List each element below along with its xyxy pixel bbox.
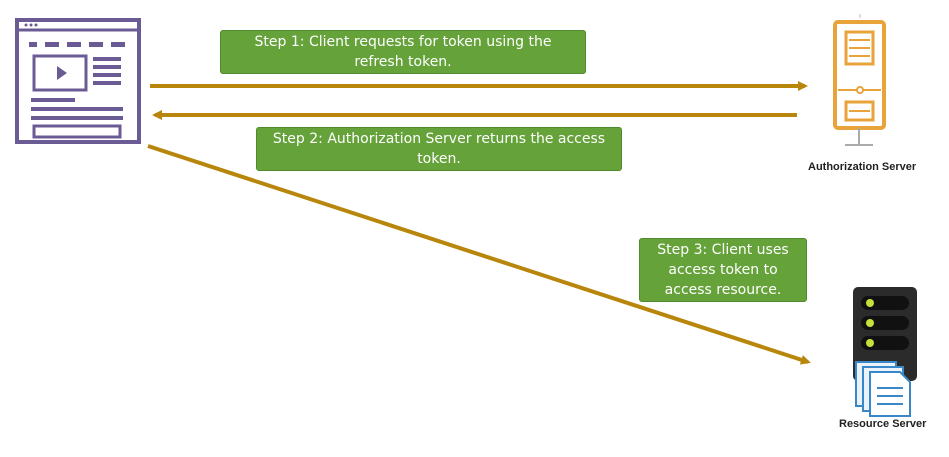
step3-label: Step 3: Client uses access token to acce…	[639, 238, 807, 302]
server-tower-icon	[833, 14, 886, 146]
resource-server-label: Resource Server	[839, 418, 927, 430]
server-rack-icon	[853, 287, 917, 381]
step2-label: Step 2: Authorization Server returns the…	[256, 127, 622, 171]
arrow-access-resource	[147, 144, 811, 365]
step1-label: Step 1: Client requests for token using …	[220, 30, 586, 74]
authorization-server-label: Authorization Server	[808, 161, 917, 173]
browser-window-icon	[15, 18, 141, 144]
documents-icon	[855, 361, 911, 417]
